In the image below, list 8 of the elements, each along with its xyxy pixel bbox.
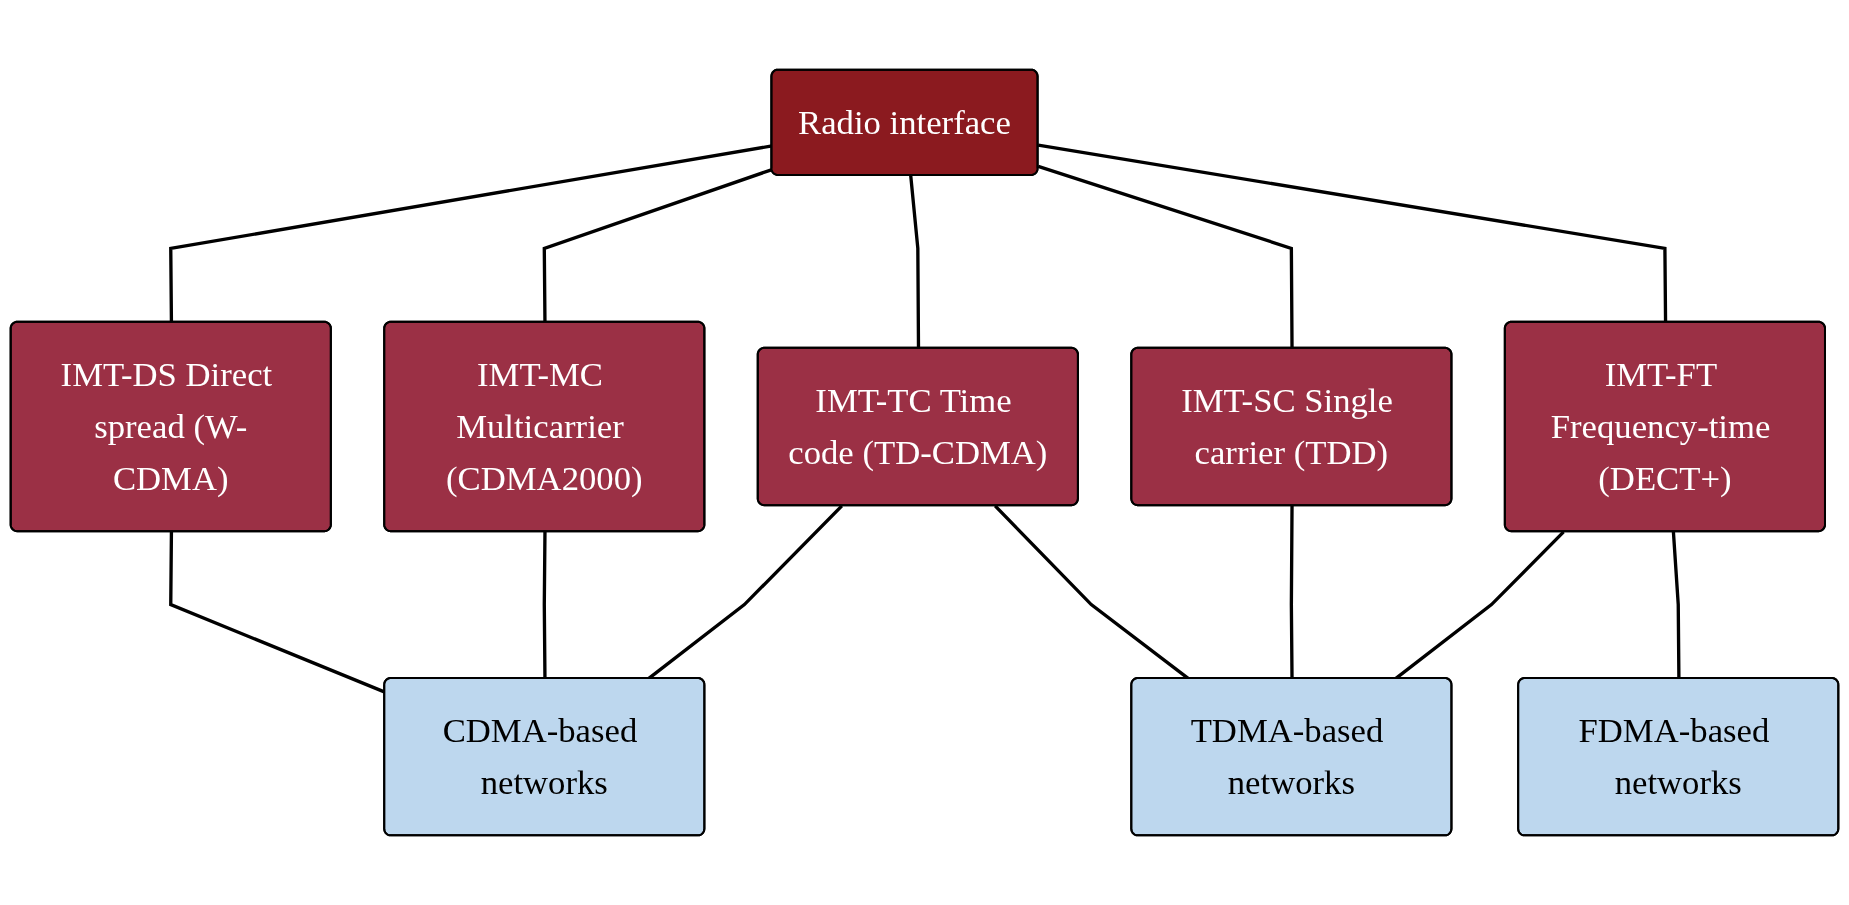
connector bbox=[1671, 531, 1681, 679]
connector bbox=[909, 175, 921, 349]
connector bbox=[542, 531, 547, 679]
connector bbox=[542, 168, 773, 323]
connector bbox=[169, 144, 773, 323]
connector bbox=[1037, 143, 1668, 323]
connector bbox=[1037, 164, 1294, 349]
connector bbox=[1289, 505, 1294, 679]
